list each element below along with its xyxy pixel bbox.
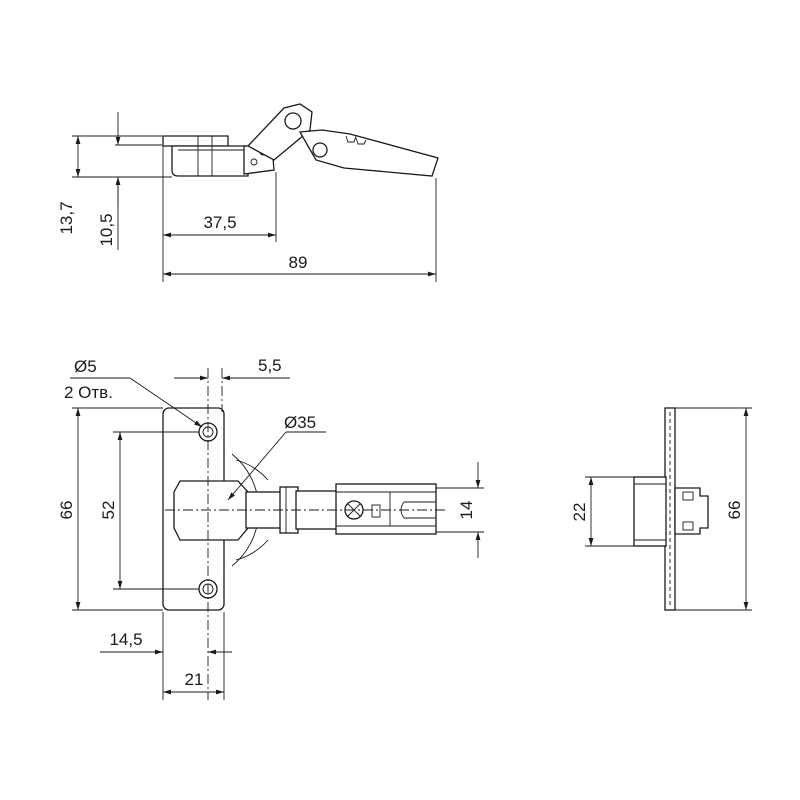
- hinge-arm-profile: [246, 103, 439, 177]
- dim-block-height: 22: [570, 503, 589, 522]
- side-view: 22 66: [570, 407, 752, 611]
- dim-hole-offset: 14,5: [109, 630, 142, 649]
- dim-cup-diameter: Ø35: [284, 413, 316, 432]
- dim-cup-offset: 37,5: [203, 213, 236, 232]
- dim-hole-spacing: 52: [99, 501, 118, 520]
- dim-length-total: 89: [289, 253, 308, 272]
- side-block: [633, 476, 667, 547]
- dim-height-base: 10,5: [97, 213, 116, 246]
- dim-side-plate-height: 66: [725, 501, 744, 520]
- dim-hole-diameter: Ø5: [74, 357, 97, 376]
- front-view: Ø5 2 Отв. 5,5 Ø35 66 52 14 14,5 21: [57, 356, 484, 700]
- hinge-arm: [245, 483, 437, 535]
- dim-arm-width: 14: [457, 501, 476, 520]
- dim-plate-width: 21: [185, 670, 204, 689]
- dim-height-total: 13,7: [57, 201, 76, 234]
- top-view: 13,7 10,5 37,5 89: [57, 103, 439, 282]
- dim-plate-height: 66: [57, 501, 76, 520]
- dim-hole-edge: 5,5: [258, 356, 282, 375]
- dim-hole-count: 2 Отв.: [64, 383, 113, 402]
